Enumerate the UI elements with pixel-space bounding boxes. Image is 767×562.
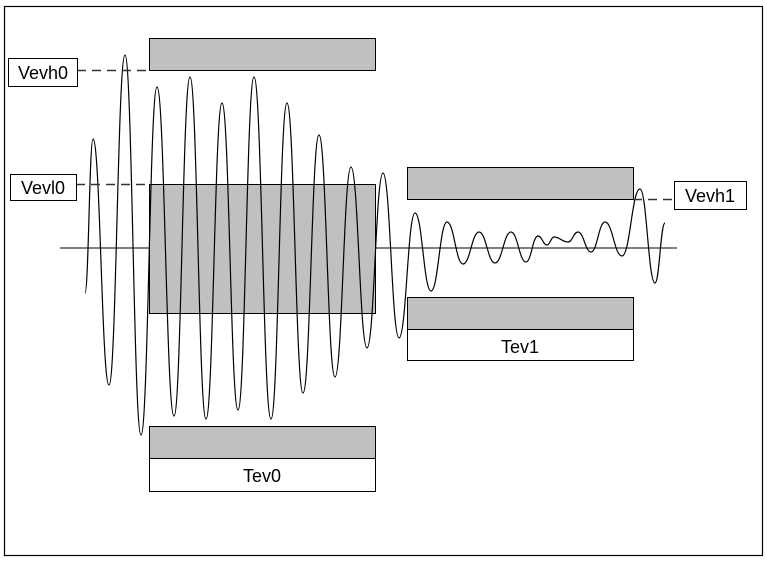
tev1-upper-window — [407, 167, 634, 200]
tev0-lower-window — [149, 426, 376, 459]
tev0-label-box — [149, 458, 376, 492]
waveform-signal — [84, 54, 666, 436]
diagram-frame — [3, 5, 764, 557]
vevh1-label-box — [674, 181, 747, 210]
vevh0-label: Vevh0 — [18, 63, 68, 83]
tev1-lower-window — [407, 297, 634, 330]
tev0-upper-window — [149, 38, 376, 71]
tev0-label: Tev0 — [243, 466, 281, 486]
vevl0-label-box — [10, 174, 77, 201]
tev1-label: Tev1 — [501, 337, 539, 357]
vevh0-label-box — [8, 58, 78, 87]
vevl0-label: Vevl0 — [21, 178, 65, 198]
vevh1-label: Vevh1 — [685, 186, 735, 206]
tev1-label-box — [407, 329, 634, 361]
